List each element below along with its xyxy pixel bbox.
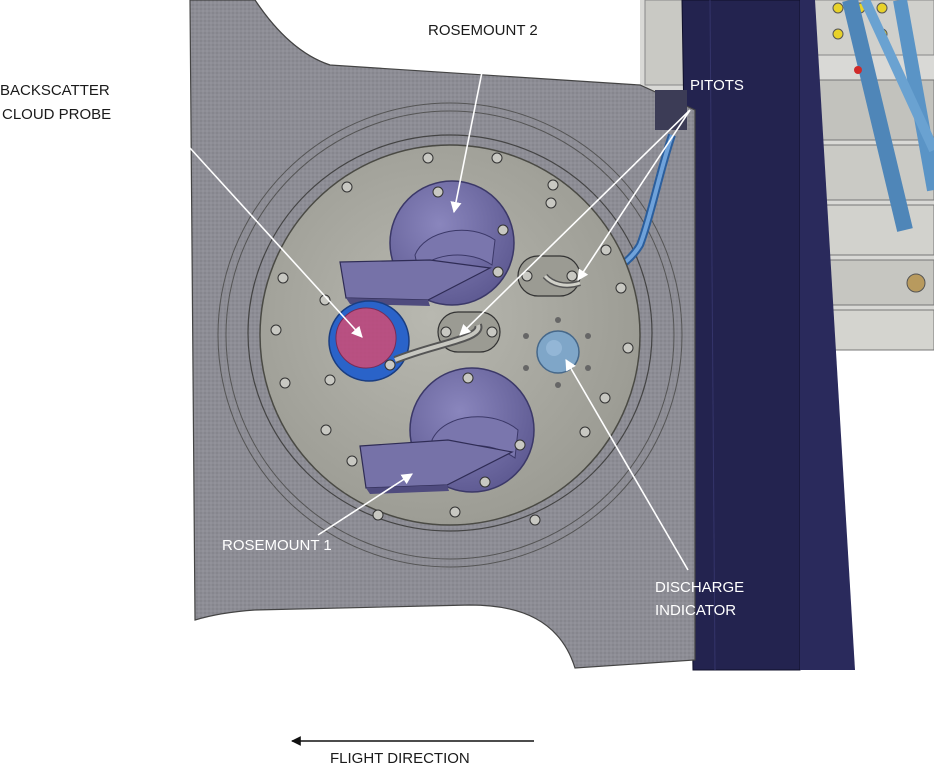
label-backscatter-2: CLOUD PROBE	[2, 106, 111, 123]
pitot-ports	[393, 255, 581, 364]
callout-arrows	[189, 56, 691, 571]
support-tubes	[842, 0, 934, 232]
arrow-backscatter	[189, 147, 363, 338]
rosemount-1-probe	[359, 367, 535, 494]
label-discharge-1: DISCHARGE	[655, 579, 744, 596]
label-pitots: PITOTS	[690, 77, 744, 94]
rosemount-2-probe	[339, 180, 515, 306]
arrow-rosemount-2	[450, 56, 486, 214]
perimeter-screws	[270, 152, 634, 526]
label-rosemount-1: ROSEMOUNT 1	[222, 537, 332, 554]
flight-direction-indicator: FLIGHT DIRECTION	[291, 736, 534, 765]
label-flight-direction: FLIGHT DIRECTION	[330, 750, 470, 765]
backscatter-probe	[328, 300, 410, 382]
navy-beam	[681, 0, 855, 671]
arrow-discharge	[565, 359, 689, 571]
label-discharge-2: INDICATOR	[655, 602, 736, 619]
label-rosemount-2: ROSEMOUNT 2	[428, 22, 538, 39]
arrow-pitots-b	[577, 109, 691, 281]
arrow-pitots-a	[459, 109, 691, 336]
arrow-rosemount-1	[317, 473, 413, 536]
label-backscatter-1: BACKSCATTER	[0, 82, 110, 99]
